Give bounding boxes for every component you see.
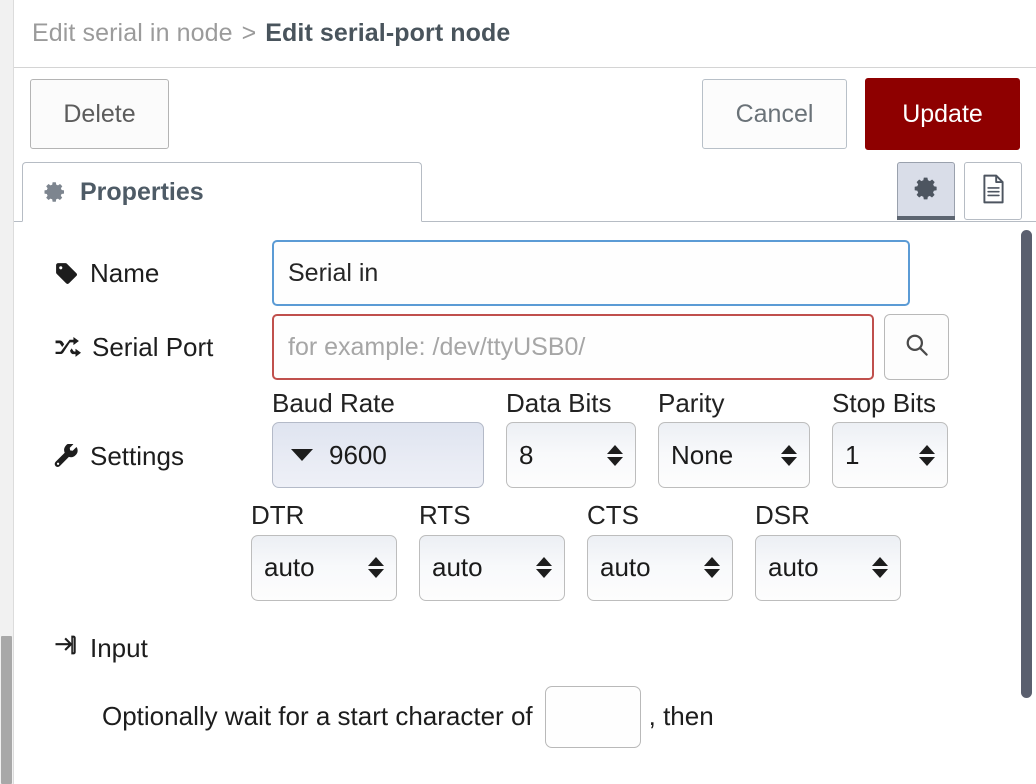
- spinner-arrows-icon: [905, 444, 935, 466]
- stop-bits-value: 1: [845, 439, 860, 470]
- update-button[interactable]: Update: [865, 78, 1020, 150]
- label-name-text: Name: [90, 257, 160, 288]
- input-section: Input Optionally wait for a start charac…: [14, 633, 1036, 748]
- dialog-button-bar: Delete Cancel Update: [14, 68, 1036, 160]
- chevron-down-icon: [291, 449, 313, 462]
- properties-panel: Name Serial Port: [14, 222, 1036, 784]
- label-serial-port-text: Serial Port: [92, 331, 214, 362]
- page-scrollbar-thumb[interactable]: [1, 636, 12, 784]
- tab-properties[interactable]: Properties: [22, 162, 422, 222]
- start-character-text-after: , then: [648, 701, 714, 732]
- field-dsr: DSR auto: [755, 500, 901, 601]
- field-parity-label: Parity: [658, 388, 725, 418]
- page-scrollbar-track[interactable]: [0, 0, 14, 784]
- data-bits-value: 8: [519, 439, 534, 470]
- dialog-header: Edit serial in node > Edit serial-port n…: [14, 0, 1036, 68]
- cancel-button[interactable]: Cancel: [702, 79, 847, 149]
- dtr-value: auto: [264, 552, 315, 583]
- field-stop-bits: Stop Bits 1: [832, 388, 948, 489]
- input-section-label: Input: [90, 632, 148, 663]
- tab-properties-label: Properties: [80, 177, 204, 206]
- data-bits-select[interactable]: 8: [506, 422, 636, 489]
- breadcrumb-current: Edit serial-port node: [265, 19, 511, 47]
- serial-port-input[interactable]: [272, 314, 874, 380]
- row-name: Name: [14, 240, 1036, 306]
- spinner-arrows-icon: [522, 557, 552, 579]
- spinner-arrows-icon: [767, 444, 797, 466]
- field-dtr-label: DTR: [251, 500, 305, 531]
- spinner-arrows-icon: [593, 444, 623, 466]
- delete-button[interactable]: Delete: [30, 79, 169, 149]
- shuffle-icon: [54, 335, 81, 360]
- row-serial-port: Serial Port: [14, 314, 1036, 380]
- flow-control-group: DTR auto RTS auto: [14, 500, 1036, 601]
- search-icon: [903, 331, 930, 363]
- breadcrumb-separator: >: [241, 19, 257, 47]
- tab-action-buttons: [897, 162, 1036, 221]
- dsr-value: auto: [768, 552, 819, 583]
- breadcrumb-previous[interactable]: Edit serial in node: [32, 19, 233, 47]
- rts-select[interactable]: auto: [419, 534, 565, 601]
- start-character-input[interactable]: [544, 685, 641, 748]
- dsr-select[interactable]: auto: [755, 534, 901, 601]
- tab-description-icon-button[interactable]: [964, 162, 1022, 220]
- tab-bar: Properties: [14, 160, 1036, 222]
- primary-actions-group: Cancel Update: [702, 78, 1020, 150]
- label-settings-text: Settings: [90, 441, 184, 472]
- content-scrollbar-track[interactable]: [1018, 222, 1036, 784]
- parity-value: None: [671, 439, 734, 470]
- label-settings: Settings: [54, 441, 272, 488]
- input-section-title: Input: [54, 633, 1036, 664]
- field-data-bits: Data Bits 8: [506, 388, 636, 489]
- start-character-text-before: Optionally wait for a start character of: [102, 701, 533, 732]
- field-baud-rate: Baud Rate 9600: [272, 388, 484, 489]
- label-serial-port: Serial Port: [54, 332, 272, 363]
- gear-icon: [43, 180, 67, 204]
- serial-port-search-button[interactable]: [884, 314, 949, 380]
- content-scrollbar-thumb[interactable]: [1021, 230, 1032, 698]
- start-character-row: Optionally wait for a start character of…: [54, 685, 1036, 748]
- parity-select[interactable]: None: [658, 422, 810, 489]
- rts-value: auto: [432, 552, 483, 583]
- stop-bits-select[interactable]: 1: [832, 422, 948, 489]
- field-rts-label: RTS: [419, 500, 471, 531]
- gear-icon: [913, 175, 940, 207]
- field-data-bits-label: Data Bits: [506, 388, 612, 418]
- dtr-select[interactable]: auto: [251, 534, 397, 601]
- tag-icon: [54, 261, 79, 286]
- field-stop-bits-label: Stop Bits: [832, 388, 937, 418]
- dialog-body: Edit serial in node > Edit serial-port n…: [14, 0, 1036, 784]
- spinner-arrows-icon: [858, 557, 888, 579]
- field-cts: CTS auto: [587, 500, 733, 601]
- field-dtr: DTR auto: [251, 500, 397, 601]
- name-input[interactable]: [272, 240, 910, 306]
- field-baud-rate-label: Baud Rate: [272, 388, 395, 418]
- field-cts-label: CTS: [587, 500, 639, 531]
- wrench-icon: [54, 444, 79, 469]
- tab-bar-spacer: [422, 162, 897, 222]
- field-rts: RTS auto: [419, 500, 565, 601]
- tab-settings-icon-button[interactable]: [897, 162, 955, 220]
- spinner-arrows-icon: [690, 557, 720, 579]
- baud-rate-select[interactable]: 9600: [272, 422, 484, 489]
- spinner-arrows-icon: [354, 557, 384, 579]
- document-icon: [980, 174, 1007, 209]
- settings-field-group: Baud Rate 9600 Data Bits 8: [272, 388, 948, 489]
- field-dsr-label: DSR: [755, 500, 810, 531]
- field-parity: Parity None: [658, 388, 810, 489]
- baud-rate-value: 9600: [329, 439, 387, 470]
- row-settings: Settings Baud Rate 9600 Data Bits 8: [14, 388, 1036, 489]
- label-name: Name: [54, 258, 272, 289]
- sign-in-icon: [54, 633, 79, 664]
- cts-select[interactable]: auto: [587, 534, 733, 601]
- cts-value: auto: [600, 552, 651, 583]
